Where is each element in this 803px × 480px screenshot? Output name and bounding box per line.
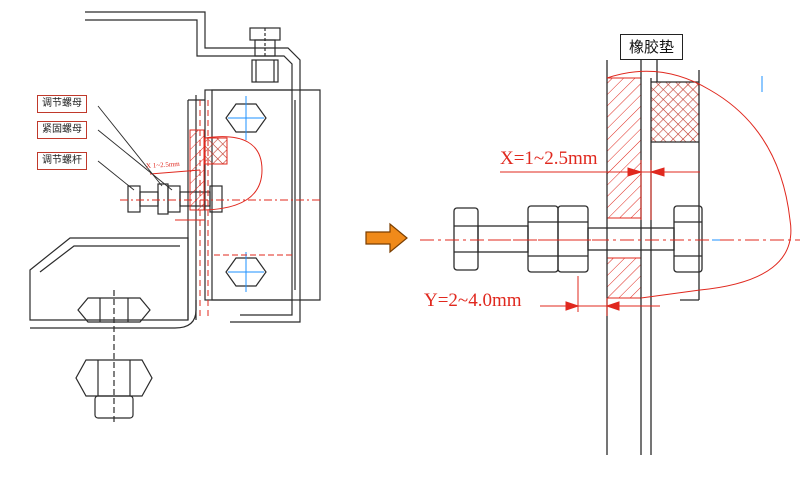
left-red-details (120, 96, 320, 320)
label-fastening-nut: 紧固螺母 (37, 121, 87, 139)
label-adjust-rod: 调节螺杆 (37, 152, 87, 170)
label-leaders (97, 105, 173, 191)
dimension-y: Y=2~4.0mm (424, 290, 522, 311)
left-assembly (29, 11, 321, 425)
right-arrow-icon (365, 222, 408, 254)
dimension-x: X=1~2.5mm (500, 148, 598, 169)
right-detail (420, 58, 800, 455)
label-rubber-pad: 橡胶垫 (620, 34, 684, 60)
label-adjust-nut: 调节螺母 (37, 95, 87, 113)
